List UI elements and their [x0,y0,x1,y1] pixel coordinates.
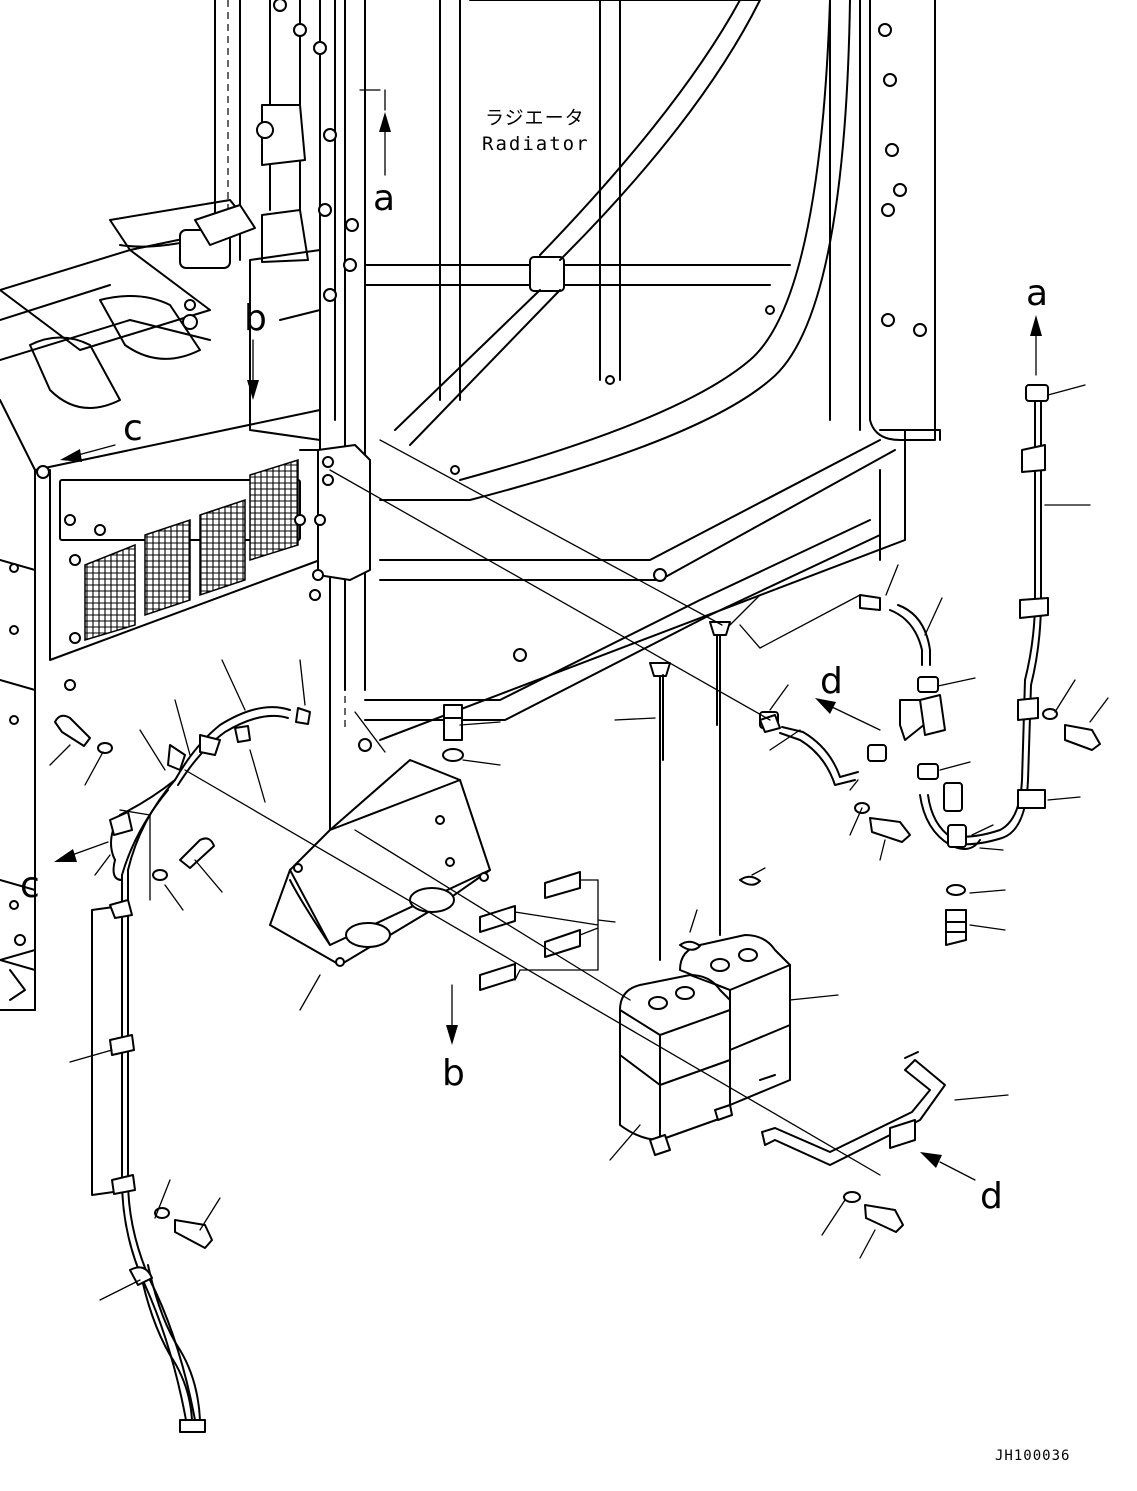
arrow-d-right-icon [815,698,836,714]
ref-label-b-bottom: b [442,1053,465,1094]
arrow-c-left-icon [54,849,77,862]
ref-label-a-right: a [1026,273,1048,314]
figure-code: JH100036 [995,1448,1070,1464]
radiator-label-en: Radiator [482,133,590,155]
cushion-pads [479,871,581,991]
arrow-b-top-icon [247,380,259,400]
side-frame [109,0,359,730]
ref-label-d-right: d [820,661,843,702]
radiator-frame [344,0,941,741]
washer-tanks [619,934,791,1156]
reference-arrows [54,112,1042,1181]
ref-label-b-top: b [244,298,267,339]
filler-tubes [649,621,761,961]
mount-plate [312,444,372,752]
arrow-c-top-icon [60,449,82,462]
arrow-d-bottom-icon [920,1152,942,1168]
hose-harness [91,706,311,1433]
radiator-bolts [450,23,927,662]
arrow-b-bottom-icon [446,1025,458,1045]
ref-label-c-top: c [123,408,143,449]
arrow-a-top-icon [379,112,391,132]
ref-label-c-left: c [20,865,40,906]
ref-label-a-top: a [373,178,395,219]
tank-strap [761,1051,946,1166]
leader-lines [49,89,1109,1301]
ref-label-d-bottom: d [980,1176,1003,1217]
engine-housing [0,249,331,1011]
arrow-a-right-icon [1030,315,1042,336]
radiator-label-jp: ラジエータ [485,107,585,129]
tank-bracket [269,759,491,967]
fasteners [54,704,1101,1249]
